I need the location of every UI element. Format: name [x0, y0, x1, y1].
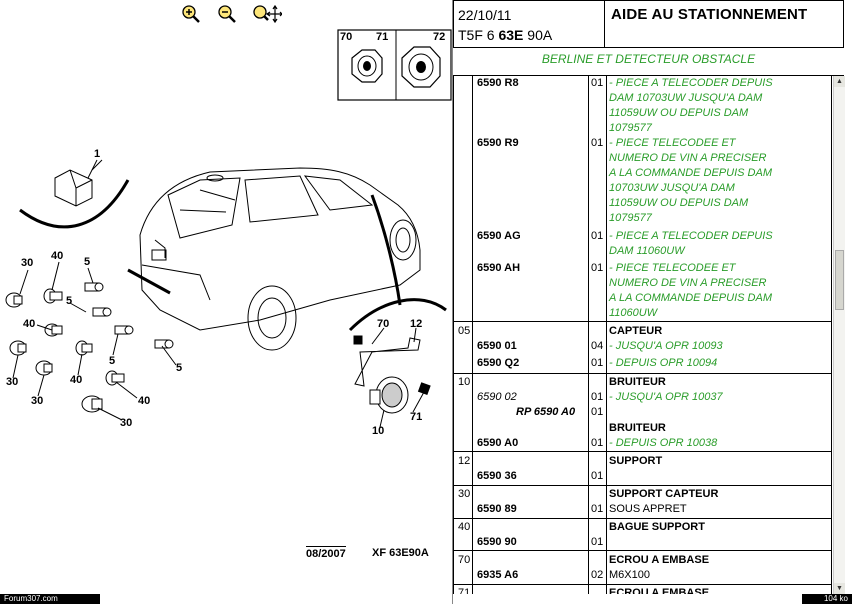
row-divider [453, 321, 831, 322]
car-illustration [139, 167, 421, 351]
nut-box [337, 29, 452, 101]
sensor-parts [5, 282, 174, 413]
label-40: 40 [51, 250, 64, 262]
diagram-date-stamp: 08/2007 [306, 546, 346, 560]
row-divider [453, 518, 831, 519]
header-code: T5F 6 63E 90A [458, 27, 553, 43]
table-row: 1079577 [609, 212, 652, 224]
scroll-up-arrow-icon[interactable]: ▲ [834, 76, 845, 87]
label-5: 5 [109, 355, 116, 367]
table-border-right [831, 76, 832, 594]
header-box [453, 0, 844, 48]
nut-label-72: 72 [433, 31, 446, 43]
scroll-thumb[interactable] [835, 250, 844, 310]
row-divider [453, 584, 831, 585]
diagram-pane: 70 71 72 1 30 40 5 5 40 5 5 40 30 30 40 … [5, 4, 452, 560]
label-30: 30 [21, 257, 34, 269]
label-40: 40 [138, 395, 151, 407]
ecu-module [54, 159, 103, 207]
parts-diagram [5, 29, 452, 428]
table-col-divider [472, 76, 473, 594]
label-40: 40 [23, 318, 36, 330]
table-row: BRUITEUR [609, 422, 666, 434]
bracket-buzzer [353, 335, 431, 414]
row-divider [453, 451, 831, 452]
row-divider [453, 485, 831, 486]
label-12: 12 [410, 318, 423, 330]
diagram-code: XF 63E90A [372, 547, 429, 559]
label-30: 30 [31, 395, 44, 407]
zoom-toolbar [180, 4, 283, 24]
table-col-divider [588, 76, 589, 594]
table-col-divider [606, 76, 607, 594]
table-row: 10703UW JUSQU'A DAM [609, 182, 735, 194]
header-date: 22/10/11 [458, 7, 512, 23]
table-row: DAM 11060UW [609, 245, 685, 257]
label-1: 1 [94, 148, 101, 160]
label-5: 5 [176, 362, 183, 374]
label-10: 10 [372, 425, 385, 437]
zoom-in-icon[interactable] [180, 4, 202, 24]
row-divider [453, 550, 831, 551]
table-row: 11059UW OU DEPUIS DAM [609, 197, 749, 209]
label-5: 5 [84, 256, 91, 268]
scroll-down-arrow-icon[interactable]: ▼ [834, 583, 845, 594]
table-border-left [453, 76, 454, 594]
row-divider [453, 373, 831, 374]
leader-lines [12, 159, 425, 428]
label-5: 5 [66, 295, 73, 307]
table-row: 11059UW OU DEPUIS DAM [609, 107, 749, 119]
nut-label-70: 70 [340, 31, 353, 43]
table-row: 1079577 [609, 122, 652, 134]
table-row: NUMERO DE VIN A PRECISER [609, 277, 767, 289]
callout-lines [19, 179, 447, 332]
zoom-pan-icon[interactable] [252, 4, 283, 24]
label-71: 71 [410, 411, 423, 423]
header-divider [604, 0, 605, 47]
table-row: A LA COMMANDE DEPUIS DAM [609, 292, 772, 304]
label-70: 70 [377, 318, 390, 330]
label-30: 30 [6, 376, 19, 388]
page-title: AIDE AU STATIONNEMENT [611, 6, 808, 23]
parts-list-pane: 22/10/11 T5F 6 63E 90A AIDE AU STATIONNE… [453, 0, 852, 594]
pane-divider[interactable] [452, 0, 453, 604]
table-row: A LA COMMANDE DEPUIS DAM [609, 167, 772, 179]
page-subtitle: BERLINE ET DETECTEUR OBSTACLE [541, 52, 756, 66]
table-row: NUMERO DE VIN A PRECISER [609, 152, 767, 164]
nut-label-71: 71 [376, 31, 389, 43]
site-watermark: Forum307.com [0, 594, 100, 604]
label-30: 30 [120, 417, 133, 429]
label-40: 40 [70, 374, 83, 386]
file-size-label: 104 ko [802, 594, 852, 604]
zoom-out-icon[interactable] [216, 4, 238, 24]
table-row: DAM 10703UW JUSQU'A DAM [609, 92, 763, 104]
vertical-scrollbar[interactable]: ▲ ▼ [833, 76, 845, 594]
table-row: 11060UW [609, 307, 658, 319]
